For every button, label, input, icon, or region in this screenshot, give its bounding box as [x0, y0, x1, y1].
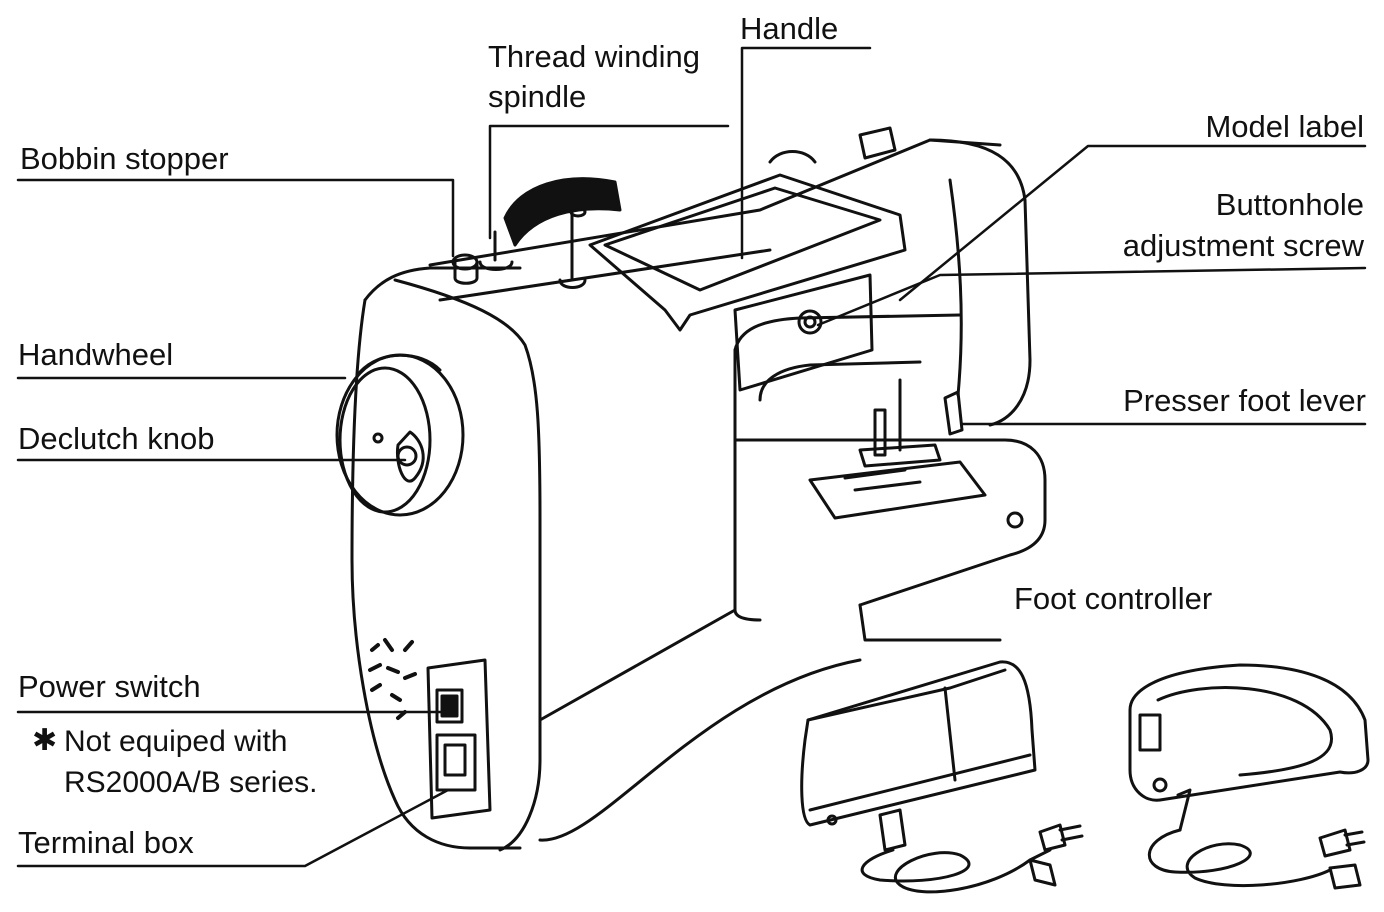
terminal-box-leader [16, 788, 450, 868]
label-terminal-box: Terminal box [18, 825, 194, 860]
label-handwheel: Handwheel [18, 337, 174, 372]
label-buttonhole-2: adjustment screw [1122, 228, 1364, 263]
label-thread-winding-spindle-1: Thread winding [488, 39, 700, 74]
note-line-2: RS2000A/B series. [64, 766, 318, 799]
note-asterisk-icon: ✱ [32, 724, 58, 757]
handle-leader [740, 46, 872, 260]
foot-controller-right [1128, 663, 1370, 890]
label-model-label: Model label [1205, 109, 1364, 144]
model-label-leader [898, 144, 1367, 302]
spindle-leader [488, 124, 730, 240]
note-line-1: Not equiped with [64, 725, 288, 758]
bobbin-stopper-leader [16, 178, 455, 258]
label-thread-winding-spindle-2: spindle [488, 79, 587, 114]
label-buttonhole-1: Buttonhole [1215, 187, 1364, 222]
label-bobbin-stopper: Bobbin stopper [20, 141, 229, 176]
sewing-machine [335, 126, 1047, 852]
label-declutch-knob: Declutch knob [18, 421, 215, 456]
label-presser-foot-lever: Presser foot lever [1123, 383, 1366, 418]
buttonhole-leader [816, 266, 1367, 327]
label-power-switch: Power switch [18, 669, 201, 704]
label-foot-controller: Foot controller [1014, 581, 1213, 616]
leader-lines [16, 46, 1367, 868]
label-handle: Handle [740, 11, 839, 46]
foot-controller-left [800, 660, 1084, 894]
